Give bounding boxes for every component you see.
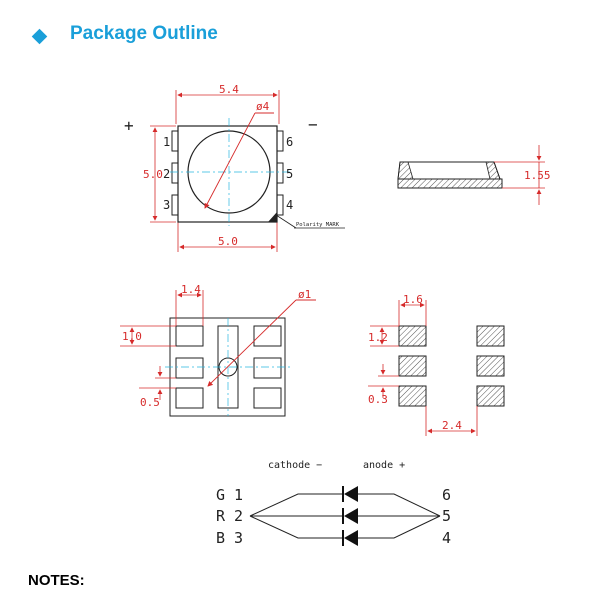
diode-green: [342, 486, 358, 502]
side-body: [397, 161, 501, 180]
polarity-mark-label: Polarity MARK: [296, 222, 340, 228]
notes-label: NOTES:: [28, 572, 85, 589]
dim-label-5-0-left: 5.0: [143, 168, 163, 181]
land-pad-3: [398, 385, 427, 407]
pad-6: [253, 325, 282, 347]
pin-label-3: 3: [163, 198, 170, 212]
side-view: 1.55: [397, 145, 551, 205]
wire-g: [249, 493, 342, 517]
bottom-view: 1.4 1.0 0.5 ø1: [120, 283, 316, 417]
dim-top-width: 5.4: [175, 83, 280, 124]
pin-4: [276, 194, 284, 216]
pad-3: [175, 387, 204, 409]
land-pad-4: [476, 385, 505, 407]
dim-label-5-4: 5.4: [219, 83, 239, 96]
wire-b: [249, 515, 342, 539]
pad-5: [253, 357, 282, 379]
circuit-pin-b3: B 3: [216, 529, 243, 547]
land-pad-6: [476, 325, 505, 347]
dim-label-1-0: 1.0: [122, 330, 142, 343]
pin-label-4: 4: [286, 198, 293, 212]
land-pattern: 1.6 1.2 0.3 2.4: [368, 293, 505, 436]
side-base: [397, 178, 503, 189]
cathode-label: cathode −: [268, 460, 322, 471]
dim-label-lens: ø4: [256, 100, 270, 113]
diode-red: [342, 508, 358, 524]
pin-6: [276, 130, 284, 152]
pin-1: [171, 130, 179, 152]
section-header: Package Outline: [30, 22, 218, 50]
dim-label-0-3: 0.3: [368, 393, 388, 406]
pad-1: [175, 325, 204, 347]
pad-4: [253, 387, 282, 409]
pin-3: [171, 194, 179, 216]
land-pad-1: [398, 325, 427, 347]
dim-label-2-4: 2.4: [442, 419, 462, 432]
land-pad-2: [398, 355, 427, 377]
dim-top-bottom-width: 5.0: [177, 222, 278, 252]
anode-label: anode +: [363, 460, 405, 471]
dim-label-1-2: 1.2: [368, 331, 388, 344]
circuit-pin-5: 5: [442, 507, 451, 525]
dim-label-via: ø1: [298, 288, 311, 301]
circuit-pin-r2: R 2: [216, 507, 243, 525]
circuit-diagram: cathode − anode + G 1 R 2 B 3 6 5 4: [216, 460, 451, 547]
lens-dia-leader: [204, 112, 256, 209]
diode-blue: [342, 530, 358, 546]
minus-sign: −: [308, 115, 318, 134]
top-view: 5.4 5.0 5.0 ø4: [124, 83, 345, 252]
dim-label-1-55: 1.55: [524, 169, 551, 182]
dim-label-5-0-bottom: 5.0: [218, 235, 238, 248]
pad-2: [175, 357, 204, 379]
circuit-pin-g1: G 1: [216, 486, 243, 504]
plus-sign: +: [124, 116, 134, 135]
pin-5: [276, 162, 284, 184]
polarity-notch: [268, 212, 277, 222]
dim-top-height: 5.0: [143, 125, 176, 223]
circuit-pin-4: 4: [442, 529, 451, 547]
package-body: [177, 125, 278, 223]
pin-2: [171, 162, 179, 184]
pin-label-5: 5: [286, 167, 293, 181]
dim-label-1-4: 1.4: [181, 283, 201, 296]
circuit-pin-6: 6: [442, 486, 451, 504]
pin-label-1: 1: [163, 135, 170, 149]
pin-label-6: 6: [286, 135, 293, 149]
section-title: Package Outline: [70, 23, 218, 44]
dim-label-1-6: 1.6: [403, 293, 423, 306]
land-pad-5: [476, 355, 505, 377]
pin-label-2: 2: [163, 167, 170, 181]
dim-label-0-5: 0.5: [140, 396, 160, 409]
